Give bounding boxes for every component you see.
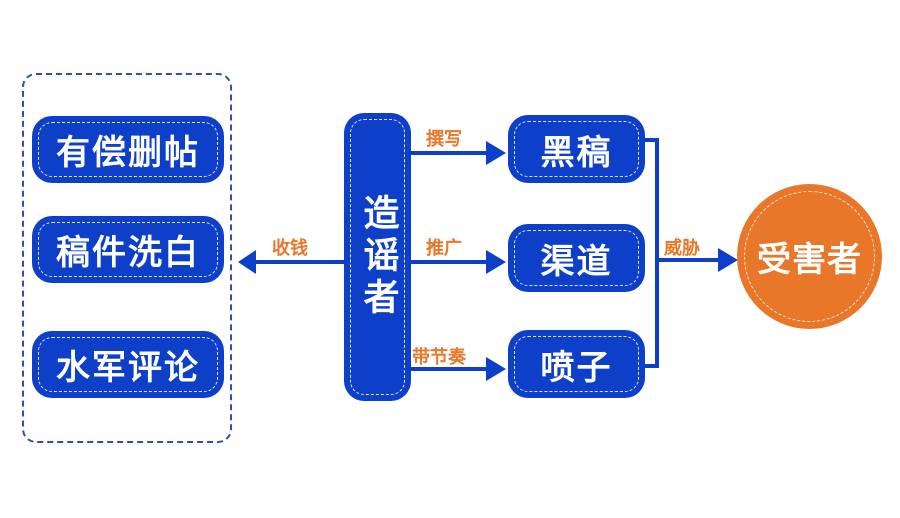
edge-label-lead-narrative: 带节奏 [412, 347, 466, 368]
dashed-inner-border [38, 337, 218, 392]
node-smear-article[interactable]: 黑稿 [508, 115, 645, 183]
edge-label-write: 撰写 [426, 129, 462, 150]
node-label: 黑稿 [540, 132, 613, 173]
dashed-inner-border [38, 122, 218, 177]
node-label: 稿件洗白 [56, 233, 200, 273]
node-label: 造谣者 [357, 194, 399, 320]
node-label: 水军评论 [56, 348, 200, 388]
node-rumor-monger[interactable]: 造谣者 [344, 113, 411, 401]
arrow-head-item-2 [486, 250, 506, 274]
arrow-head-item-3 [486, 357, 506, 381]
node-label: 受害者 [757, 240, 862, 280]
dashed-inner-border [514, 121, 639, 177]
dashed-inner-border [514, 230, 639, 286]
node-article-whitewashing[interactable]: 稿件洗白 [32, 216, 224, 283]
arrow-head-victim [718, 248, 738, 272]
node-troll-comments[interactable]: 水军评论 [32, 331, 224, 398]
dashed-inner-border [744, 191, 875, 322]
dashed-inner-border [38, 222, 218, 277]
node-channels[interactable]: 渠道 [508, 224, 645, 292]
node-victim[interactable]: 受害者 [737, 184, 882, 329]
edge-label-promote: 推广 [426, 238, 462, 259]
arrow-head-item-1 [486, 141, 506, 165]
node-label: 喷子 [540, 347, 613, 388]
node-paid-post-deletion[interactable]: 有偿删帖 [32, 116, 224, 183]
edge-label-collect-money: 收钱 [272, 238, 308, 259]
dashed-inner-border [350, 119, 405, 395]
node-label: 有偿删帖 [56, 133, 200, 173]
dashed-inner-border [514, 336, 639, 392]
arrow-head-left [238, 250, 256, 274]
bracket-connector [645, 138, 659, 368]
node-label: 渠道 [540, 241, 613, 282]
edge-label-threaten: 威胁 [664, 238, 700, 259]
node-trolls[interactable]: 喷子 [508, 330, 645, 398]
left-group-container [22, 73, 232, 443]
